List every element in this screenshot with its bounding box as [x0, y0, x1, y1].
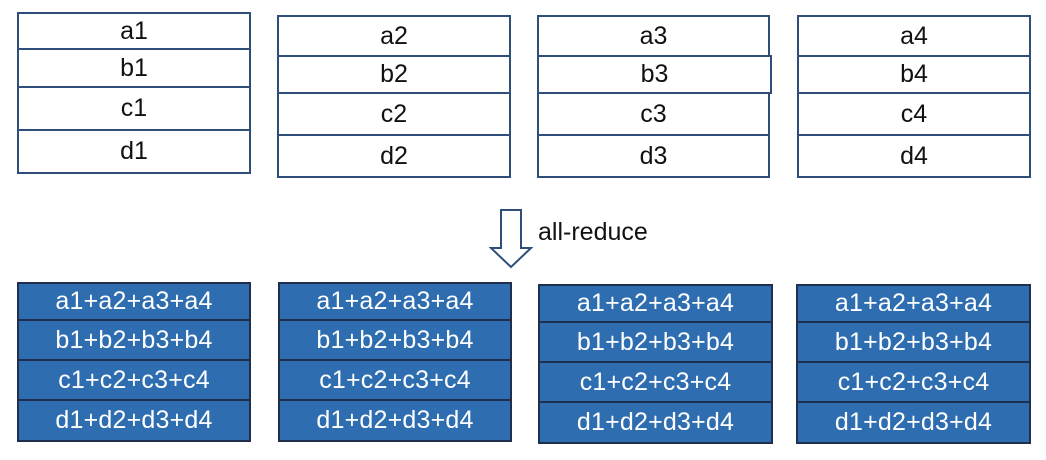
output-cell-a-sum: a1+a2+a3+a4 — [538, 284, 773, 323]
output-cell-c-sum: c1+c2+c3+c4 — [278, 359, 512, 401]
input-cell-b4: b4 — [797, 55, 1031, 94]
output-cell-b-sum: b1+b2+b3+b4 — [538, 321, 773, 363]
input-cell-c4: c4 — [797, 92, 1031, 136]
down-arrow-icon — [489, 209, 533, 269]
output-cell-d-sum: d1+d2+d3+d4 — [796, 401, 1031, 444]
input-cell-d2: d2 — [277, 134, 511, 178]
output-cell-d-sum: d1+d2+d3+d4 — [538, 401, 773, 444]
input-cell-d3: d3 — [537, 134, 770, 178]
input-cell-c1: c1 — [17, 86, 251, 131]
output-cell-d-sum: d1+d2+d3+d4 — [17, 399, 251, 442]
input-cell-b3: b3 — [537, 55, 772, 94]
output-block-1: a1+a2+a3+a4 b1+b2+b3+b4 c1+c2+c3+c4 d1+d… — [17, 282, 251, 442]
output-cell-b-sum: b1+b2+b3+b4 — [796, 321, 1031, 363]
operation-label: all-reduce — [538, 218, 648, 246]
output-cell-a-sum: a1+a2+a3+a4 — [17, 282, 251, 321]
output-cell-c-sum: c1+c2+c3+c4 — [17, 359, 251, 401]
output-cell-a-sum: a1+a2+a3+a4 — [278, 282, 512, 321]
input-block-1: a1 b1 c1 d1 — [17, 12, 251, 174]
input-block-3: a3 b3 c3 d3 — [537, 15, 772, 178]
output-block-2: a1+a2+a3+a4 b1+b2+b3+b4 c1+c2+c3+c4 d1+d… — [278, 282, 512, 442]
output-cell-d-sum: d1+d2+d3+d4 — [278, 399, 512, 442]
input-cell-c2: c2 — [277, 92, 511, 136]
input-cell-d1: d1 — [17, 129, 251, 174]
output-cell-b-sum: b1+b2+b3+b4 — [278, 319, 512, 361]
input-cell-b1: b1 — [17, 48, 251, 88]
input-block-2: a2 b2 c2 d2 — [277, 15, 511, 178]
input-cell-a2: a2 — [277, 15, 511, 57]
input-cell-a1: a1 — [17, 12, 251, 50]
input-cell-a3: a3 — [537, 15, 770, 57]
input-cell-b2: b2 — [277, 55, 511, 94]
output-cell-a-sum: a1+a2+a3+a4 — [796, 284, 1031, 323]
output-block-4: a1+a2+a3+a4 b1+b2+b3+b4 c1+c2+c3+c4 d1+d… — [796, 284, 1031, 444]
input-cell-d4: d4 — [797, 134, 1031, 178]
output-block-3: a1+a2+a3+a4 b1+b2+b3+b4 c1+c2+c3+c4 d1+d… — [538, 284, 773, 444]
input-cell-c3: c3 — [537, 92, 770, 136]
output-cell-c-sum: c1+c2+c3+c4 — [538, 361, 773, 403]
output-cell-b-sum: b1+b2+b3+b4 — [17, 319, 251, 361]
output-cell-c-sum: c1+c2+c3+c4 — [796, 361, 1031, 403]
input-cell-a4: a4 — [797, 15, 1031, 57]
input-block-4: a4 b4 c4 d4 — [797, 15, 1031, 178]
